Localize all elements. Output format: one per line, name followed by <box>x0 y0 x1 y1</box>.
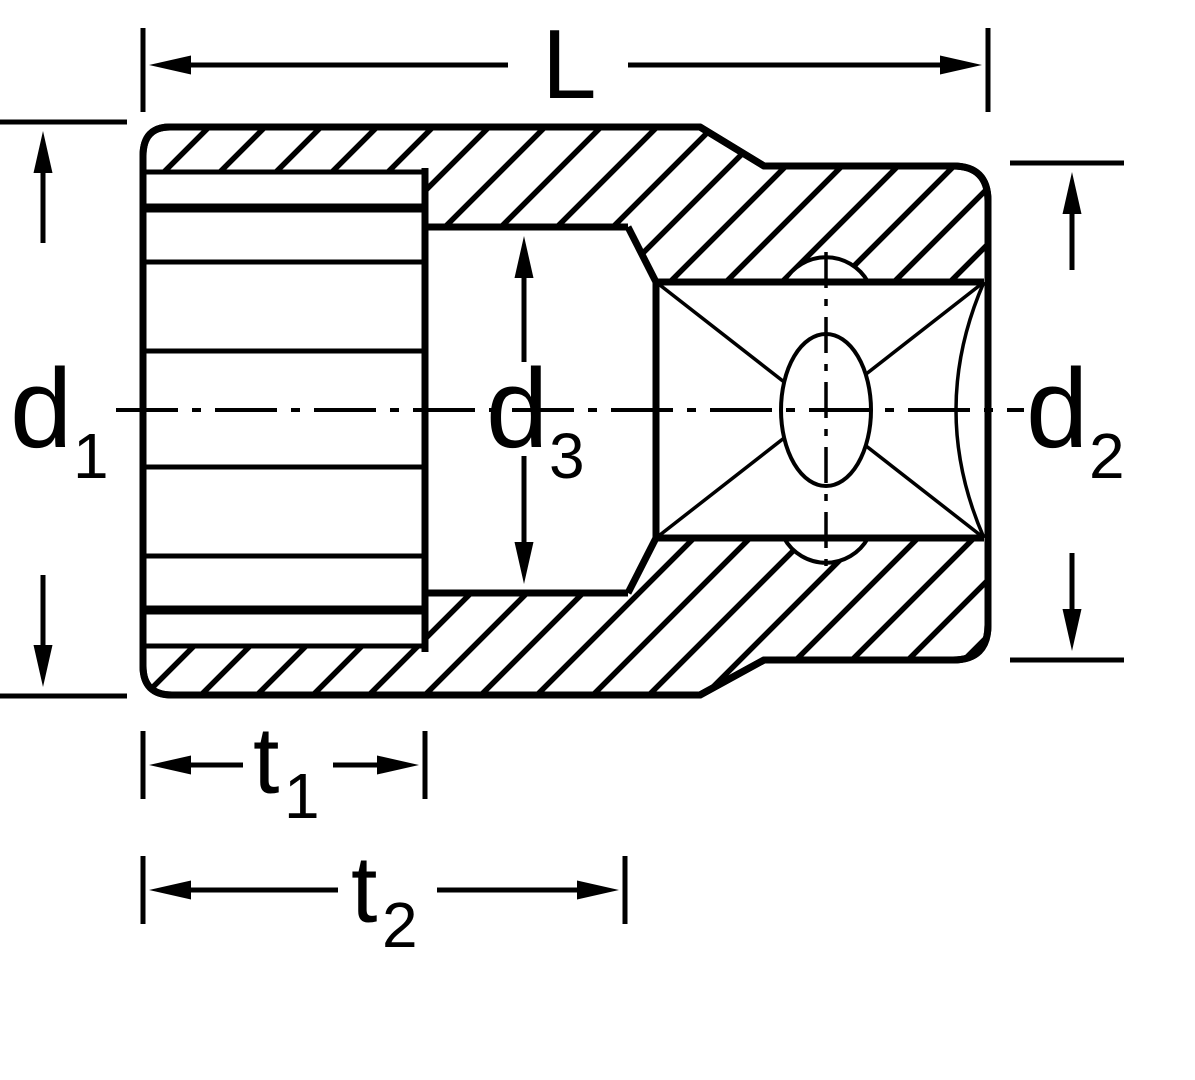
arrow-down-icon <box>514 542 534 584</box>
dimension-L: L <box>140 9 991 119</box>
arrow-up-icon <box>514 236 534 278</box>
arrow-left-icon <box>149 755 191 775</box>
bore-chamfer-top <box>624 225 660 284</box>
hatch-top-left <box>146 127 425 172</box>
arrow-up-icon <box>1062 172 1082 214</box>
arrow-right-icon <box>577 880 619 900</box>
arrow-up-icon <box>33 131 53 173</box>
dimension-d2: d2 <box>1010 160 1125 663</box>
arrow-left-icon <box>149 55 191 75</box>
socket-outline-restroke <box>139 123 992 699</box>
detent-bump-bottom <box>780 536 872 565</box>
dimension-d1: d1 <box>0 119 127 699</box>
label-t2: t2 <box>351 837 418 961</box>
dimension-d3: d3 <box>486 236 585 584</box>
arrow-right-icon <box>940 55 982 75</box>
label-t1: t1 <box>253 708 320 832</box>
arrow-left-icon <box>149 880 191 900</box>
label-d2: d2 <box>1026 346 1125 492</box>
label-d3: d3 <box>486 346 585 492</box>
label-L: L <box>542 9 597 119</box>
dimension-t1: t1 <box>140 708 428 832</box>
label-d1: d1 <box>10 346 109 492</box>
centerlines <box>116 252 1024 568</box>
inner-bore <box>423 223 660 597</box>
serrated-opening <box>146 168 429 652</box>
dimension-t2: t2 <box>140 837 628 961</box>
bore-chamfer-bottom <box>624 536 660 595</box>
arrow-down-icon <box>33 645 53 687</box>
arrow-right-icon <box>377 755 419 775</box>
hatch-bottom-left <box>146 646 425 695</box>
arrow-down-icon <box>1062 609 1082 651</box>
